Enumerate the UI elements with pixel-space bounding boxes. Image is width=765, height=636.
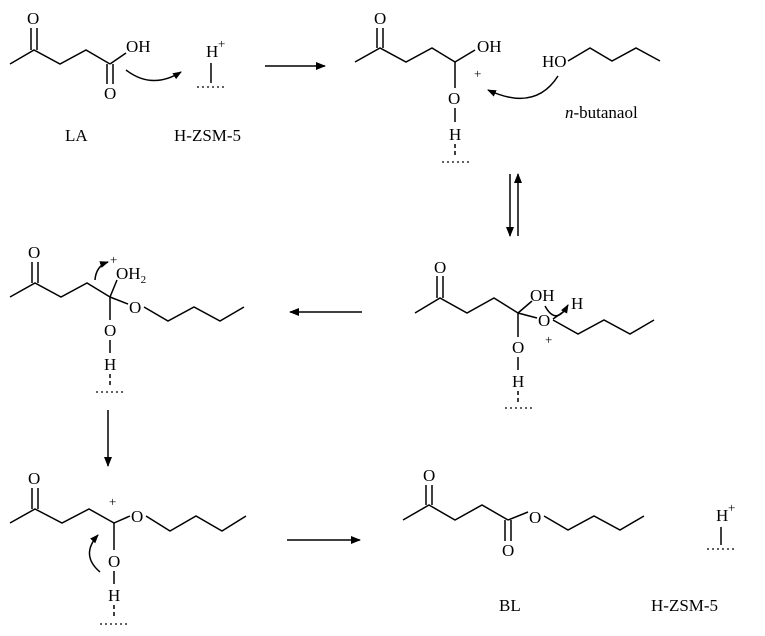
bridging-hydrogen: H bbox=[108, 586, 120, 605]
proton-catalyst-site-1: H + bbox=[197, 36, 226, 88]
la-acid-hydroxyl: OH bbox=[126, 37, 151, 56]
intermediate3-backbone bbox=[414, 297, 519, 314]
ether-oxygen: O bbox=[129, 298, 141, 317]
la-acid-oh-bond bbox=[109, 52, 127, 65]
oxonium-oxygen: O bbox=[538, 311, 550, 330]
oxonium-water-intermediate-structure: O + OH2 O O H bbox=[9, 243, 245, 393]
butanol-hydroxyl: HO bbox=[542, 52, 567, 71]
proton-catalyst-site-2: H + bbox=[707, 500, 735, 550]
label-h-zsm-5-regenerated: H-ZSM-5 bbox=[651, 596, 718, 615]
levulinic-acid-structure: O OH O bbox=[9, 9, 182, 103]
tetrahedral-intermediate-structure: O OH H O + O H bbox=[414, 258, 655, 409]
ester-oxygen: O bbox=[529, 508, 541, 527]
ester-carbonyl-oxygen: O bbox=[502, 541, 514, 560]
la-ketone-oxygen: O bbox=[27, 9, 39, 28]
label-h-zsm-5: H-ZSM-5 bbox=[174, 126, 241, 145]
ketone-oxygen: O bbox=[434, 258, 446, 277]
n-butanol-structure: HO n-butanaol bbox=[487, 47, 661, 122]
protonated-hydroxyl: OH2 bbox=[116, 264, 146, 286]
hydroxyl: OH bbox=[530, 286, 555, 305]
curved-arrow-protonation bbox=[125, 69, 182, 82]
hydroxyl-oxygen: O bbox=[448, 89, 460, 108]
label-la: LA bbox=[65, 126, 88, 145]
oxonium-hydrogen: H bbox=[571, 294, 583, 313]
ketone-oxygen: O bbox=[423, 466, 435, 485]
intermediate2-backbone bbox=[354, 47, 456, 63]
label-bl: BL bbox=[499, 596, 521, 615]
curved-arrow-proton-transfer bbox=[544, 304, 569, 317]
ketone-oxygen: O bbox=[28, 243, 40, 262]
proton-h: H bbox=[206, 42, 218, 61]
oxocarbenium-intermediate-structure: O + O O H bbox=[9, 469, 247, 625]
bridging-hydrogen: H bbox=[512, 372, 524, 391]
ether-oxygen: O bbox=[131, 507, 143, 526]
ketone-oxygen: O bbox=[28, 469, 40, 488]
protonated-la-structure: O OH + O H bbox=[354, 9, 502, 163]
butanol-chain bbox=[567, 47, 661, 62]
proton-charge: + bbox=[728, 500, 735, 515]
butyl-chain bbox=[552, 319, 655, 335]
curved-arrow-deprotonation bbox=[88, 534, 101, 573]
intermediate4-backbone bbox=[9, 282, 111, 298]
equilibrium-arrows bbox=[506, 173, 522, 237]
curved-arrow-water-loss bbox=[94, 261, 109, 281]
water-charge: + bbox=[110, 252, 117, 267]
label-n-butanol: n-butanaol bbox=[565, 103, 638, 122]
curved-arrow-nucleophilic-attack bbox=[487, 75, 559, 100]
hydroxyl-oxygen: O bbox=[512, 338, 524, 357]
bridging-hydrogen: H bbox=[104, 355, 116, 374]
bl-backbone bbox=[402, 504, 509, 521]
la-backbone bbox=[9, 49, 111, 65]
carbocation-charge: + bbox=[474, 66, 481, 81]
proton-h: H bbox=[716, 506, 728, 525]
butyl-levulinate-structure: O O O bbox=[402, 466, 645, 560]
ketone-oxygen: O bbox=[374, 9, 386, 28]
carbocation-charge: + bbox=[109, 494, 116, 509]
butyl-chain bbox=[145, 515, 247, 532]
proton-charge: + bbox=[218, 36, 225, 51]
butyl-chain bbox=[543, 515, 645, 531]
bridging-hydrogen: H bbox=[449, 125, 461, 144]
intermediate5-backbone bbox=[9, 508, 115, 524]
hydroxyl: OH bbox=[477, 37, 502, 56]
butyl-chain bbox=[143, 306, 245, 322]
hydroxyl-oxygen: O bbox=[108, 552, 120, 571]
la-acid-carbonyl-oxygen: O bbox=[104, 84, 116, 103]
oxonium-charge: + bbox=[545, 332, 552, 347]
hydroxyl-oxygen: O bbox=[104, 321, 116, 340]
